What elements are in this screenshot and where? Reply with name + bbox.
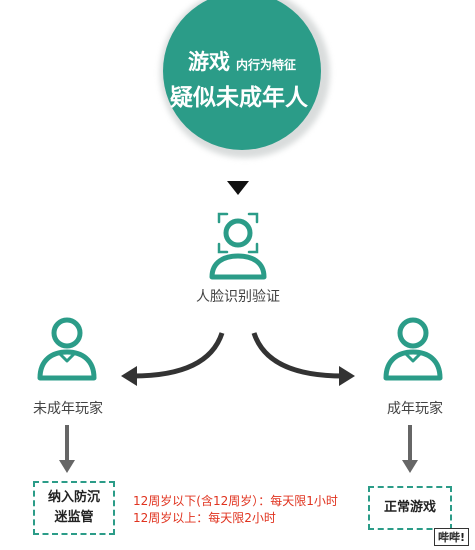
normal-game-box-text: 正常游戏 (383, 500, 436, 515)
minor-player-label: 未成年玩家 (33, 401, 103, 417)
circle-title-line2: 疑似未成年人 (170, 85, 308, 111)
rule-under-12: 12周岁以下(含12周岁）：每天限1小时 (133, 494, 338, 508)
down-arrow-left-head (59, 460, 75, 473)
anti-addiction-box-text: 纳入防沉迷监管 (47, 490, 100, 525)
face-scan-person-icon (209, 212, 267, 280)
rule-over-12: 12周岁以上：每天限2小时 (133, 511, 276, 525)
down-arrow-right-head (402, 460, 418, 473)
face-verification-label: 人脸识别验证 (196, 289, 280, 305)
adult-player-icon (383, 317, 443, 381)
watermark-logo: 哔哔! (433, 528, 469, 546)
arrowhead-left (121, 366, 137, 386)
adult-player-label: 成年玩家 (387, 401, 443, 417)
minor-player-icon (37, 317, 97, 381)
suspect-minor-circle (163, 0, 321, 150)
circle-title-main: 游戏 (188, 50, 230, 74)
circle-title-small: 内行为特征 (236, 58, 297, 72)
curved-arrow-left (132, 332, 225, 379)
curved-arrow-right (251, 332, 344, 379)
normal-game-box: 正常游戏 (368, 486, 452, 530)
arrowhead-right (339, 366, 355, 386)
anti-addiction-box: 纳入防沉迷监管 (33, 481, 115, 535)
down-arrow-triangle (227, 181, 249, 195)
